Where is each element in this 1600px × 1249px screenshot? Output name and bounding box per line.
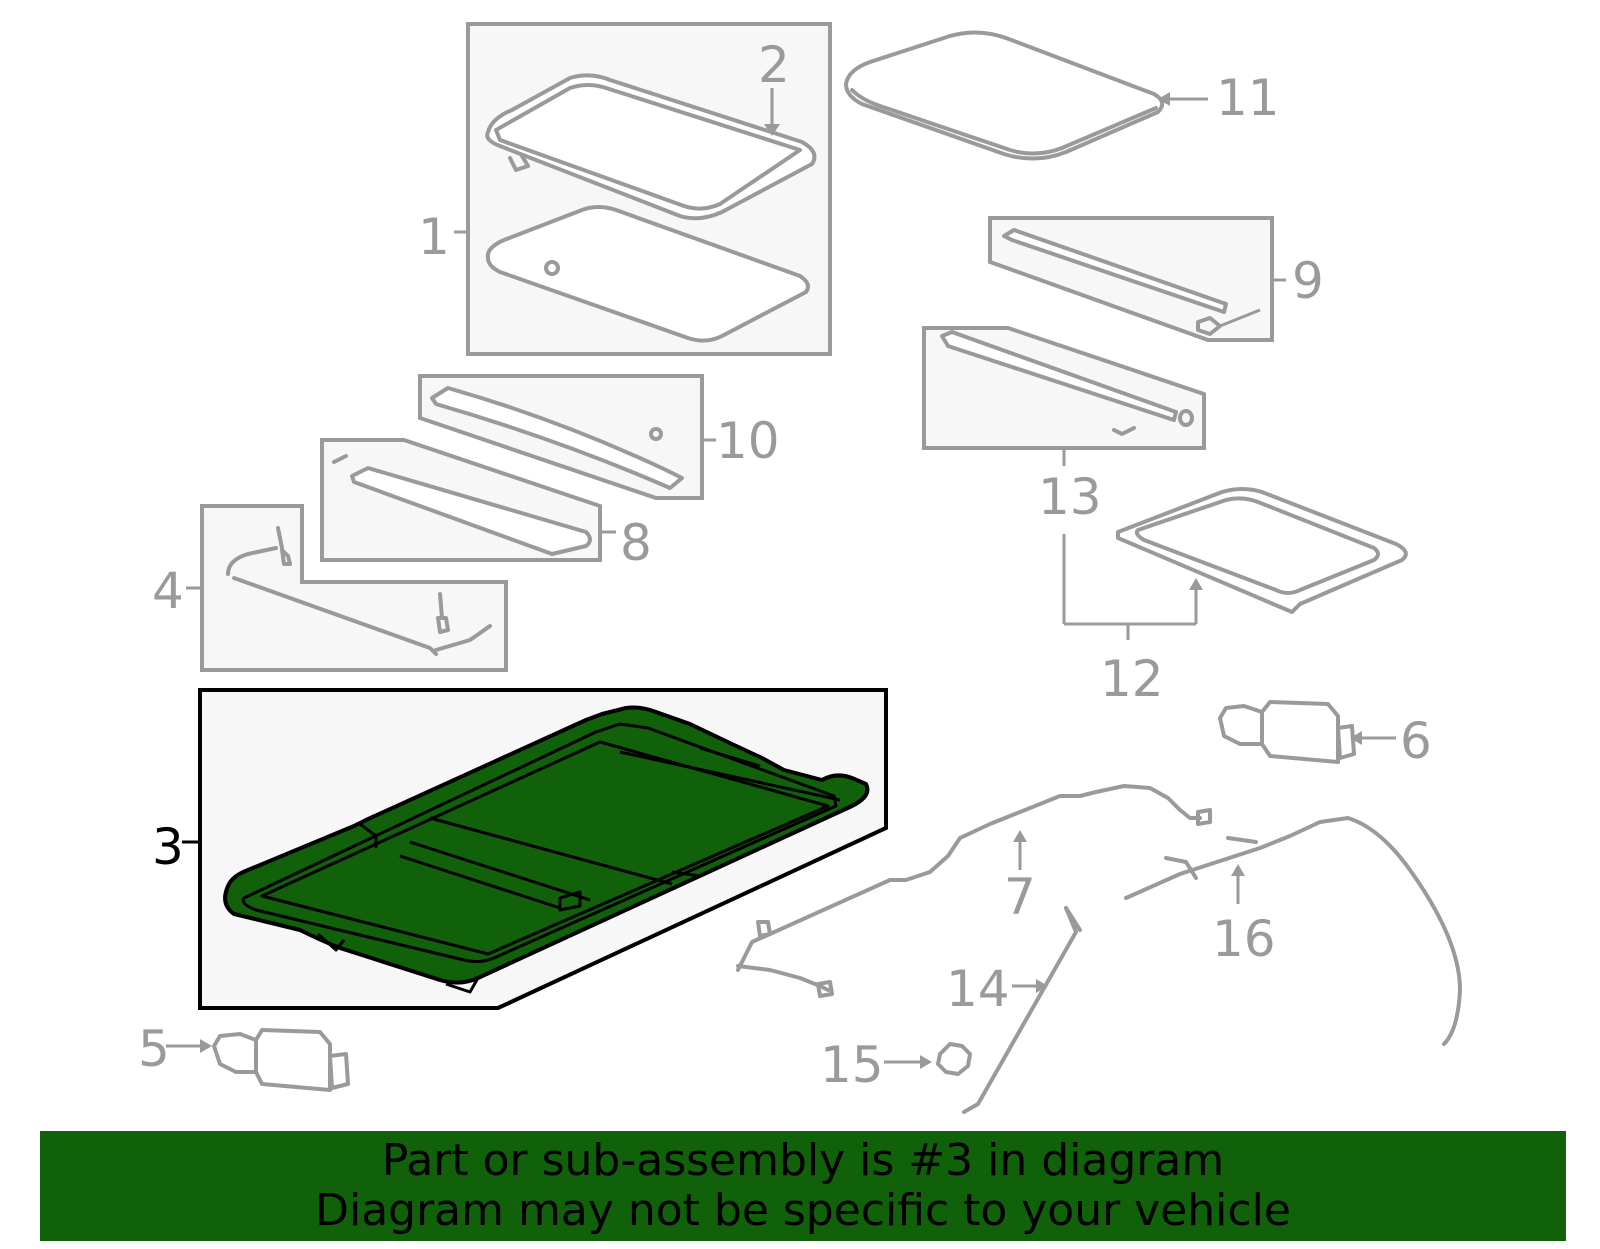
part-3-group (182, 688, 888, 1010)
callout-4: 4 (152, 562, 184, 620)
banner-line-2: Diagram may not be specific to your vehi… (315, 1185, 1291, 1236)
callout-16: 16 (1212, 910, 1276, 968)
part-7-hose (736, 784, 1212, 998)
part-15-clip (884, 1042, 972, 1076)
callout-11: 11 (1216, 69, 1280, 127)
callout-14: 14 (946, 960, 1010, 1018)
part-10-group (418, 374, 716, 500)
banner-line-1: Part or sub-assembly is #3 in diagram (381, 1135, 1225, 1186)
part-6-motor (1218, 700, 1396, 764)
callout-8: 8 (620, 514, 652, 572)
callout-7: 7 (1004, 868, 1036, 926)
callout-10: 10 (716, 412, 780, 470)
callout-2: 2 (758, 36, 790, 94)
callout-1: 1 (418, 208, 450, 266)
part-1-group (454, 22, 832, 356)
callout-6: 6 (1400, 712, 1432, 770)
sunroof-frame-assembly[interactable] (223, 705, 870, 985)
part-5-motor (166, 1028, 350, 1092)
part-14-hose (962, 906, 1082, 1114)
callout-12: 12 (1100, 650, 1164, 708)
callout-15: 15 (820, 1036, 884, 1094)
callout-13: 13 (1038, 468, 1102, 526)
part-13-group (922, 326, 1206, 466)
callout-5: 5 (138, 1020, 170, 1078)
part-11-panel (844, 30, 1208, 161)
part-12-frame (1062, 487, 1408, 640)
part-9-group (988, 216, 1286, 342)
part-16-hose (1124, 816, 1462, 1046)
callout-9: 9 (1292, 252, 1324, 310)
info-banner: Part or sub-assembly is #3 in diagram Di… (40, 1131, 1566, 1241)
callout-3: 3 (152, 818, 184, 876)
part-8-group (320, 438, 616, 562)
part-4-group (186, 504, 508, 672)
